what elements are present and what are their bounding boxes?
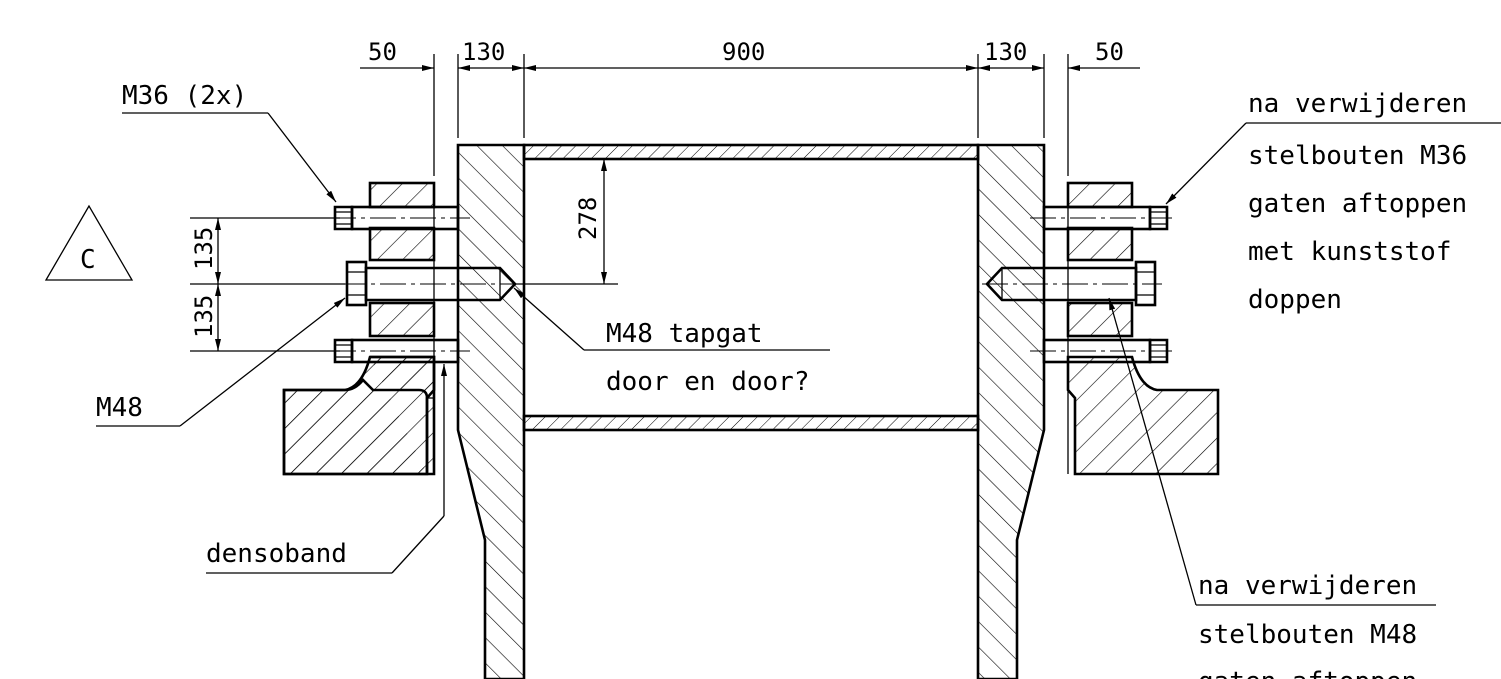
dimension-50-left: 50 xyxy=(368,38,397,66)
bolt-center-lines xyxy=(330,217,1172,352)
leader-m48 xyxy=(96,297,346,427)
dimension-135-lines xyxy=(190,217,345,352)
note-m36-line3: gaten aftoppen xyxy=(1248,189,1467,219)
dimension-900: 900 xyxy=(722,38,765,66)
leader-m36 xyxy=(122,112,337,203)
dimension-50-right: 50 xyxy=(1095,38,1124,66)
dimension-135-top: 135 xyxy=(190,227,218,270)
note-m48-line3: gaten aftoppen xyxy=(1198,667,1417,679)
note-m36-line2: stelbouten M36 xyxy=(1248,141,1467,171)
label-m36: M36 (2x) xyxy=(122,81,247,111)
leader-densoband xyxy=(206,364,447,574)
leader-note-m48 xyxy=(1108,297,1436,606)
left-wall-section xyxy=(456,143,526,679)
dimension-130-left: 130 xyxy=(462,38,505,66)
label-m48-tapgat-line2: door en door? xyxy=(606,367,810,397)
dimension-135-bottom: 135 xyxy=(190,295,218,338)
label-densoband: densoband xyxy=(206,539,347,569)
note-m36-line1: na verwijderen xyxy=(1248,89,1467,119)
right-bracket xyxy=(1066,181,1220,476)
note-m36-line4: met kunststof xyxy=(1248,237,1452,267)
leader-note-m36 xyxy=(1165,122,1501,205)
top-slab xyxy=(522,143,980,161)
note-m48-line1: na verwijderen xyxy=(1198,571,1417,601)
middle-slab xyxy=(522,414,980,432)
note-m36-line5: doppen xyxy=(1248,285,1342,315)
leader-m48-tapgat xyxy=(513,287,830,351)
dimension-130-right: 130 xyxy=(984,38,1027,66)
right-wall-section xyxy=(976,143,1046,679)
label-m48-tapgat-line1: M48 tapgat xyxy=(606,319,763,349)
revision-triangle xyxy=(44,204,134,281)
dimension-278: 278 xyxy=(574,197,602,240)
label-m48: M48 xyxy=(96,393,143,423)
note-m48-line2: stelbouten M48 xyxy=(1198,620,1417,650)
revision-letter: C xyxy=(80,245,96,275)
dimension-278-lines xyxy=(516,159,618,285)
left-bracket xyxy=(282,181,436,476)
